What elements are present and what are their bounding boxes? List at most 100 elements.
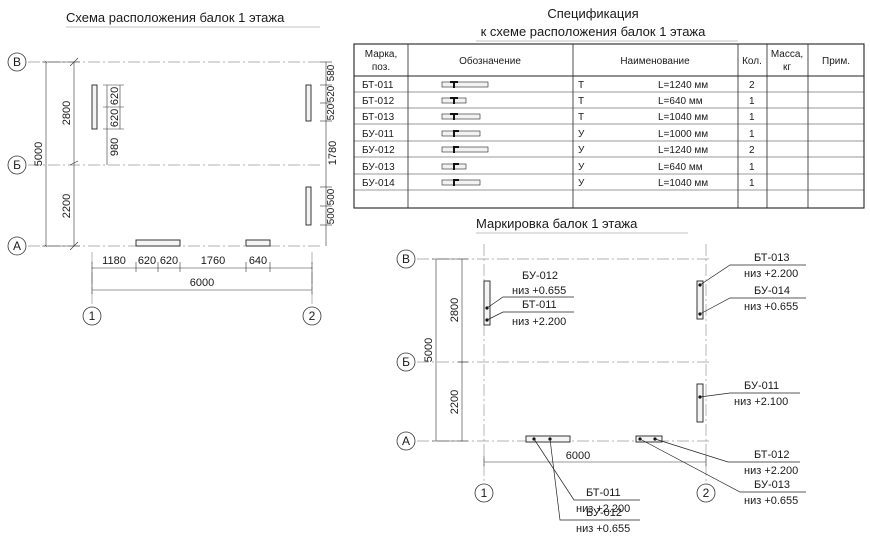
marking-dim-v-2200: 2200 [449,390,461,414]
spec-row-1-qty: 2 [749,80,755,91]
plan-axis-label-b: Б [13,158,21,172]
plan-beam-right-lower [305,186,312,226]
spec-row-1-mark: БТ-011 [362,80,394,91]
label-bu014-mark: БУ-014 [754,285,790,297]
marking-axis-label-2: 2 [703,486,710,500]
marking-dim-v-2800: 2800 [449,298,461,322]
spec-column-lines [407,44,809,208]
spec-header-note: Прим. [822,56,850,67]
plan-dim-b-1180: 1180 [102,255,126,267]
plan-axis-bubble-b [7,155,27,175]
spec-row-7-type: У [578,178,585,189]
spec-row-4-mark: БУ-011 [362,129,394,140]
spec-header-mark-2: поз. [372,62,390,73]
plan-dim-total-v: 5000 [33,142,45,166]
spec-header-mark-1: Марка, [365,49,398,60]
spec-row-5-qty: 2 [749,145,755,156]
plan-dim-b-1760: 1760 [201,255,225,267]
spec-row-6-qty: 1 [749,162,755,173]
spec-designation-sketches [441,81,489,186]
spec-row-3-length: L=1040 мм [658,112,708,123]
spec-row-4-type: У [578,129,585,140]
plan-axis-label-v: В [13,55,21,69]
marking-axis-lines [417,244,712,482]
marking-title: Маркировка балок 1 этажа [476,216,638,231]
label-bu013-mark: БУ-013 [754,479,790,491]
spec-header-designation: Обозначение [459,55,521,67]
spec-header-qty: Кол. [742,56,762,67]
marking-dim-total-h: 6000 [566,450,590,462]
spec-row-3-qty: 1 [749,112,755,123]
label-bu013-level: низ +0.655 [744,495,798,507]
plan-dim-total-h: 6000 [190,277,214,289]
marking-axis-bubbles [396,249,716,503]
spec-row-3-mark: БТ-013 [362,112,395,123]
spec-row-4-qty: 1 [749,129,755,140]
spec-header-name: Наименование [620,56,690,67]
plan-dim-r-500-b: 500 [326,207,337,224]
spec-row-5-length: L=1240 мм [658,145,708,156]
spec-row-7-mark: БУ-014 [362,178,395,189]
label-bt012-mark: БТ-012 [754,449,789,461]
plan-beam-left [91,84,98,130]
spec-frame [353,43,865,209]
plan-axis-bubble-1 [82,306,102,326]
spec-row-2-length: L=640 мм [658,96,703,107]
spec-sketch-bt013 [441,113,481,120]
plan-dim-b-620-b: 620 [160,255,178,267]
label-bt011-bottom-mark: БТ-011 [586,487,621,499]
spec-row-6-length: L=640 мм [658,162,703,173]
spec-header-mass-1: Масса, [771,49,803,60]
marking-axis-label-v: В [402,252,410,266]
plan-dim-r-500-a: 500 [326,188,337,205]
label-bt011-bottom-level: низ +2.200 [576,503,630,515]
spec-row-6-mark: БУ-013 [362,162,395,173]
plan-axis-label-1: 1 [89,309,96,323]
plan-axis-label-a: А [13,239,21,253]
marking-leaders [486,264,806,521]
marking-beams [483,280,704,443]
label-bt011-top-mark: БТ-011 [522,299,557,311]
plan-dim-r-580: 580 [326,64,337,81]
marking-axis-label-1: 1 [481,486,488,500]
plan-beam-bottom-right [245,239,271,247]
spec-row-2-mark: БТ-012 [362,96,395,107]
plan-axis-lines [28,61,322,305]
plan-bottom-dims [91,262,313,294]
plan-axis-label-2: 2 [309,309,316,323]
spec-designation-marks [450,81,459,186]
plan-beams [91,84,312,247]
marking-dim-total-v: 5000 [423,338,435,362]
label-bt011-top-level: низ +2.200 [512,316,566,328]
plan-beam-right-upper [305,84,312,122]
beam-marking-plan: Маркировка балок 1 этажа В Б А 1 2 [396,216,806,535]
spec-row-5-type: У [578,145,585,156]
label-bu011-mark: БУ-011 [744,380,779,392]
label-bu012-top-mark: БУ-012 [522,270,558,282]
plan-left-beam-dims [103,84,124,165]
plan-dim-b-620-a: 620 [138,255,156,267]
spec-row-6-type: У [578,162,585,173]
spec-row-4-length: L=1000 мм [658,129,708,140]
spec-row-1-length: L=1240 мм [658,80,708,91]
plan-title: Схема расположения балок 1 этажа [66,10,285,25]
marking-dims [432,258,707,466]
spec-sketch-bu014 [441,179,481,186]
plan-axis-bubbles [7,52,322,326]
spec-row-1-type: Т [578,80,584,91]
plan-dim-beam-620-b: 620 [109,109,121,127]
plan-left-dims [42,57,80,251]
marking-axis-label-a: А [402,434,410,448]
spec-row-2-qty: 1 [749,96,755,107]
plan-dim-b-640: 640 [249,255,267,267]
label-bt012-level: низ +2.200 [744,465,798,477]
plan-axis-bubble-v [7,52,27,72]
spec-title: Спецификация [547,6,638,21]
plan-dim-beam-980: 980 [109,138,121,156]
spec-row-3-type: Т [578,112,584,123]
label-bu012-top-level: низ +0.655 [512,285,566,297]
spec-sketch-bu011 [441,130,481,137]
label-bu012-bottom-level: низ +0.655 [576,523,630,535]
